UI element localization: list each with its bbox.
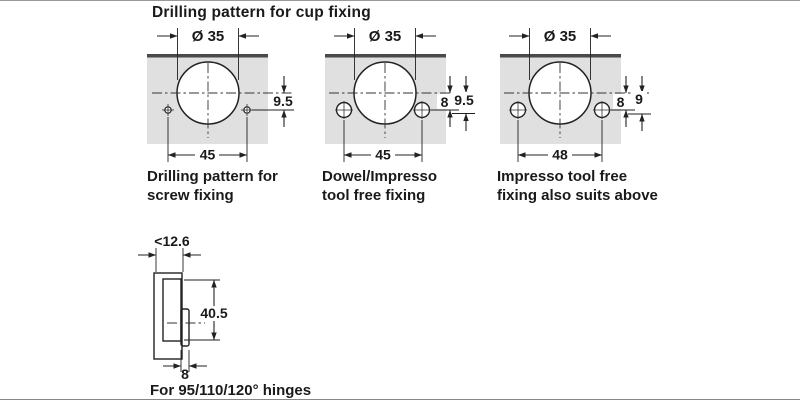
caption-line: fixing also suits above [497, 187, 658, 204]
screw-offset-dimension: 9.5 [252, 76, 297, 127]
cup-diameter-label: Ø 35 [192, 28, 225, 45]
caption-line: Dowel/Impresso [322, 168, 438, 185]
diagram-impresso-fixing: Ø 35 8 9 [500, 28, 651, 163]
screw-offset-dimension: 9.5 [451, 76, 477, 131]
panel-thickness-label: <12.6 [154, 233, 190, 249]
dowel-hole-left [335, 101, 353, 119]
dowel-hole-right [413, 101, 431, 119]
side-view-diagram: <12.6 40.5 8 [138, 233, 231, 382]
diagram-dowel-fixing: Ø 35 8 9.5 [325, 28, 477, 163]
flange-protrusion-dimension: 8 [163, 350, 207, 382]
panel-front-edge [147, 54, 268, 58]
dowel-hole-right [593, 101, 611, 119]
panel-thickness-dimension: <12.6 [138, 233, 201, 272]
caption-line: Drilling pattern for [147, 168, 278, 185]
cup-diameter-label: Ø 35 [544, 28, 577, 45]
caption-line: screw fixing [147, 187, 234, 204]
cup-flange [180, 308, 190, 347]
flange-protrusion-label: 8 [181, 366, 189, 382]
caption-dowel-fixing: Dowel/Impresso tool free fixing [322, 167, 437, 205]
dowel-offset-label: 8 [617, 94, 625, 110]
dowel-hole-left [509, 101, 527, 119]
caption-hinge-angles: For 95/110/120° hinges [150, 382, 312, 399]
hole-spacing-dimension: 45 [167, 117, 248, 163]
cup-diameter-label: Ø 35 [369, 28, 402, 45]
screw-offset-label: 9.5 [454, 92, 474, 108]
hole-spacing-dimension: 45 [343, 120, 423, 163]
caption-impresso-fixing: Impresso tool free fixing also suits abo… [497, 167, 658, 205]
hole-spacing-label: 45 [375, 147, 391, 163]
dowel-offset-dimension: 8 [611, 76, 635, 127]
recess-height-label: 40.5 [200, 305, 227, 321]
hole-spacing-dimension: 48 [517, 120, 603, 163]
panel-front-edge [500, 54, 621, 58]
dowel-offset-dimension: 8 [431, 76, 459, 127]
screw-hole-right [241, 104, 253, 116]
hole-spacing-label: 48 [552, 147, 568, 163]
cup-diameter-dimension: Ø 35 [157, 28, 259, 80]
screw-offset-label: 9.5 [273, 93, 293, 109]
cup-diameter-dimension: Ø 35 [509, 28, 611, 80]
cup-diameter-dimension: Ø 35 [334, 28, 436, 80]
panel-front-edge [325, 54, 446, 58]
screw-offset-label: 9 [635, 91, 643, 107]
screw-hole-left [162, 104, 174, 116]
screw-offset-dimension: 9 [628, 76, 651, 131]
cup-recess [162, 278, 182, 342]
dowel-offset-label: 8 [441, 94, 449, 110]
caption-screw-fixing: Drilling pattern for screw fixing [147, 167, 278, 205]
caption-line: Impresso tool free [497, 168, 628, 185]
panel-cross-section [153, 272, 183, 360]
recess-height-dimension: 40.5 [184, 279, 231, 341]
hole-spacing-label: 45 [200, 147, 216, 163]
page-title: Drilling pattern for cup fixing [152, 4, 371, 21]
caption-line: tool free fixing [322, 187, 426, 204]
diagram-screw-fixing: Ø 35 9.5 45 [147, 28, 297, 163]
